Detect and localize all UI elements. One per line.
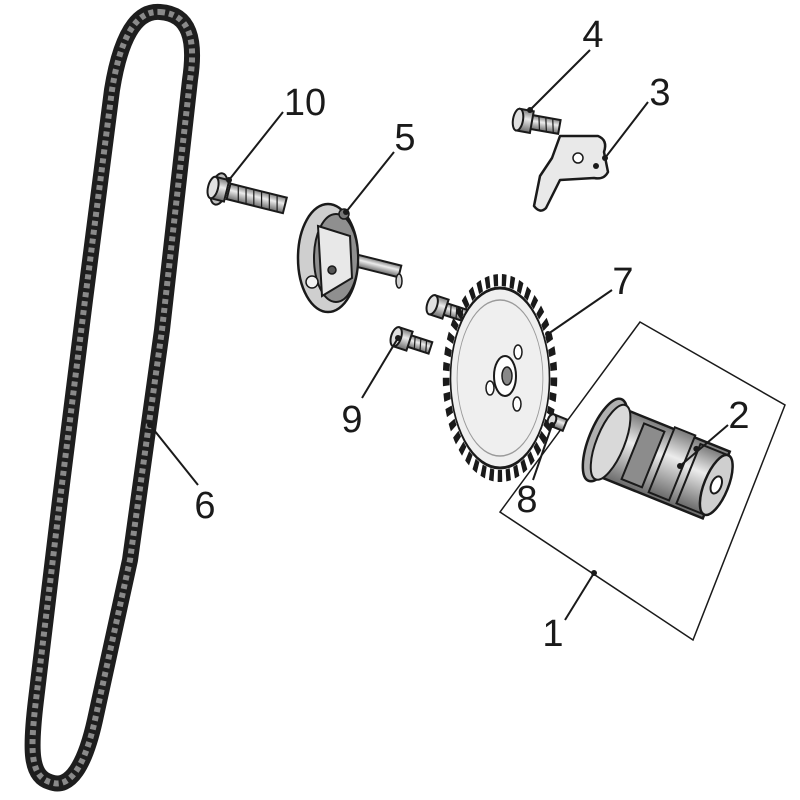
callout-7: 7 — [612, 261, 633, 303]
callout-10: 10 — [284, 82, 326, 124]
callout-4: 4 — [582, 14, 603, 56]
bolt-4 — [511, 107, 562, 135]
callout-labels: 1 2 3 4 5 6 7 8 9 10 — [194, 14, 749, 655]
camshaft-assembly-group-outline — [498, 321, 786, 642]
decompressor-assembly-5 — [296, 202, 403, 314]
callout-3: 3 — [649, 72, 670, 114]
callout-2: 2 — [728, 395, 749, 437]
callout-9: 9 — [341, 399, 362, 441]
retainer-plate-3 — [532, 134, 610, 212]
leader-lines — [147, 49, 729, 621]
bolt-10 — [206, 172, 289, 215]
camshaft-2 — [581, 397, 734, 520]
callout-8: 8 — [516, 479, 537, 521]
callout-1: 1 — [542, 613, 563, 655]
callout-6: 6 — [194, 485, 215, 527]
timing-chain — [24, 3, 201, 792]
callout-5: 5 — [394, 117, 415, 159]
cam-sprocket-7 — [442, 274, 558, 482]
